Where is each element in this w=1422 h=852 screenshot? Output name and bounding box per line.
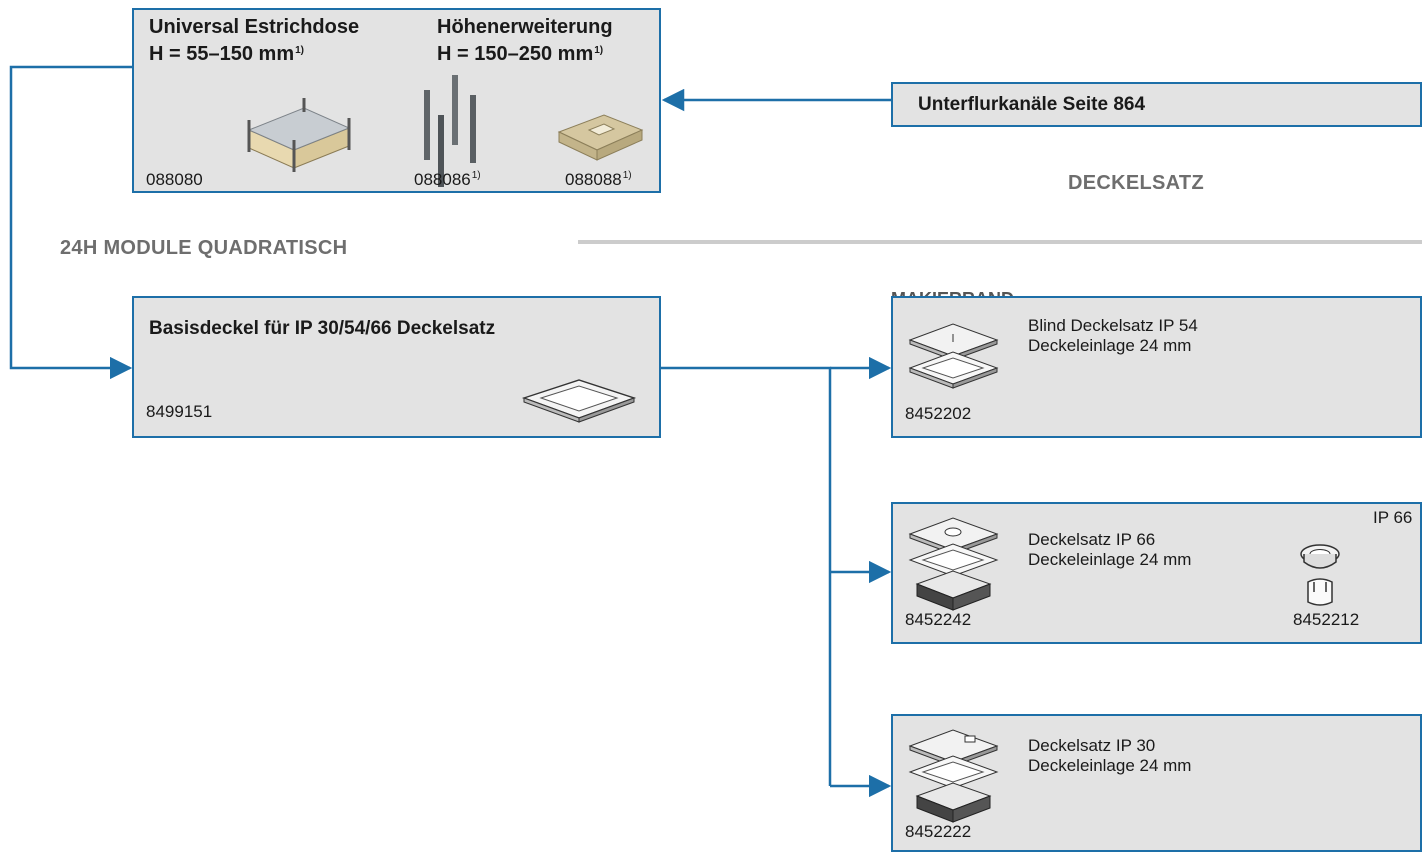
heading-deckelsatz: DECKELSATZ: [1068, 172, 1204, 194]
adapter-code: 0880881): [565, 170, 632, 189]
estrichdose-height: H = 55–150 mm1): [149, 43, 305, 65]
heading-module: 24H MODULE QUADRATISCH: [60, 237, 348, 259]
ip66-seal-code: 8452212: [1293, 610, 1360, 629]
basisdeckel-image: [521, 379, 637, 423]
connector-basis-out: [661, 366, 832, 786]
estrichdose-image: [247, 98, 351, 172]
extension-rods-image: [424, 75, 476, 187]
unterflur-box[interactable]: Unterflurkanäle Seite 864: [891, 82, 1422, 127]
deckelsatz-ip30-icon: [908, 729, 999, 823]
hoehenerweiterung-height: H = 150–250 mm1): [437, 43, 604, 65]
option-2-text: Deckelsatz IP 66 Deckeleinlage 24 mm: [1028, 530, 1192, 569]
option-ip66[interactable]: Deckelsatz IP 66 Deckeleinlage 24 mm IP …: [891, 502, 1422, 644]
ip66-seal-icon: [1300, 544, 1340, 606]
estrichdose-code: 088080: [146, 170, 203, 189]
option-1-text: Blind Deckelsatz IP 54 Deckeleinlage 24 …: [1028, 316, 1198, 355]
option-ip30[interactable]: Deckelsatz IP 30 Deckeleinlage 24 mm 845…: [891, 714, 1422, 852]
option-3-code: 8452222: [905, 822, 972, 841]
ip66-seal-label: IP 66: [1373, 508, 1413, 527]
connector-top-to-basis: [9, 65, 133, 380]
option-blind-ip54[interactable]: Blind Deckelsatz IP 54 Deckeleinlage 24 …: [891, 296, 1422, 438]
estrichdose-title: Universal Estrichdose: [149, 16, 360, 38]
basisdeckel-title: Basisdeckel für IP 30/54/66 Deckelsatz: [149, 318, 496, 339]
blind-deckelsatz-icon: [908, 323, 999, 389]
basisdeckel-code: 8499151: [146, 402, 213, 421]
unterflur-label: Unterflurkanäle Seite 864: [918, 94, 1146, 115]
deckelsatz-ip66-icon: [908, 517, 999, 611]
option-3-text: Deckelsatz IP 30 Deckeleinlage 24 mm: [1028, 736, 1192, 775]
option-1-code: 8452202: [905, 404, 972, 423]
rods-code: 0880861): [414, 170, 481, 189]
hoehenerweiterung-title: Höhenerweiterung: [437, 16, 613, 38]
basisdeckel-box[interactable]: Basisdeckel für IP 30/54/66 Deckelsatz 8…: [132, 296, 661, 438]
adapter-frame-image: [557, 114, 644, 161]
estrichdose-box[interactable]: Universal Estrichdose H = 55–150 mm1) Hö…: [132, 8, 661, 193]
option-2-code: 8452242: [905, 610, 972, 629]
